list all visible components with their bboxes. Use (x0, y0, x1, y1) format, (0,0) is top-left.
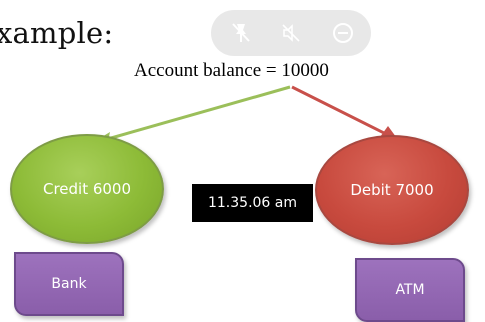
minus-circle-icon[interactable] (331, 21, 355, 45)
bank-label: Bank (51, 276, 87, 292)
debit-ellipse: Debit 7000 (315, 135, 469, 245)
timestamp-label: 11.35.06 am (207, 195, 297, 211)
arrow-to-debit (291, 85, 389, 137)
atm-label: ATM (395, 282, 425, 298)
timestamp-box: 11.35.06 am (192, 184, 313, 222)
pin-off-icon[interactable] (229, 21, 253, 45)
slide-heading: xample: (0, 16, 114, 50)
bank-box: Bank (14, 252, 124, 316)
mute-icon[interactable] (279, 21, 303, 45)
debit-label: Debit 7000 (350, 181, 434, 199)
credit-ellipse: Credit 6000 (10, 134, 164, 244)
atm-box: ATM (355, 258, 465, 322)
floating-toolbar (211, 10, 371, 56)
arrow-to-credit (103, 85, 291, 142)
account-balance-label: Account balance = 10000 (134, 60, 329, 81)
credit-label: Credit 6000 (42, 180, 132, 198)
